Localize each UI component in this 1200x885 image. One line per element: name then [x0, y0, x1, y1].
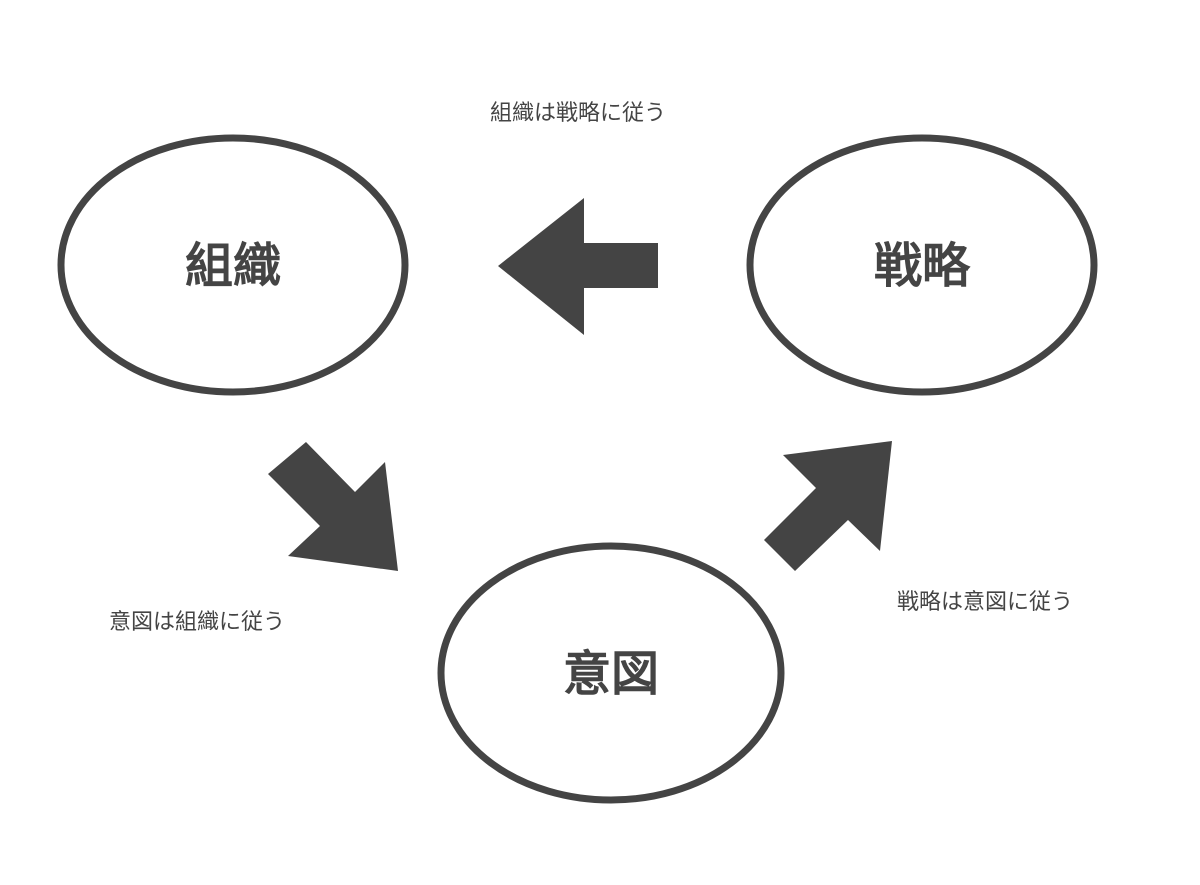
node-strategy-ellipse [746, 134, 1098, 396]
edge-label-intent-strategy: 戦略は意図に従う [897, 590, 1073, 615]
node-organization-ellipse [57, 134, 409, 396]
node-strategy: 戦略 [746, 134, 1098, 396]
node-strategy-label: 戦略 [874, 238, 971, 294]
arrow-down-right-icon [268, 442, 398, 571]
node-organization: 組織 [57, 134, 409, 396]
node-intent-label: 意図 [563, 646, 659, 702]
arrow-left-icon [498, 198, 658, 335]
edge-label-strategy-organization: 組織は戦略に従う [490, 101, 666, 126]
arrow-up-right-icon [764, 441, 892, 571]
node-organization-label: 組織 [185, 238, 281, 294]
node-intent: 意図 [437, 542, 785, 804]
edge-label-organization-intent: 意図は組織に従う [109, 610, 285, 635]
node-intent-ellipse [437, 542, 785, 804]
